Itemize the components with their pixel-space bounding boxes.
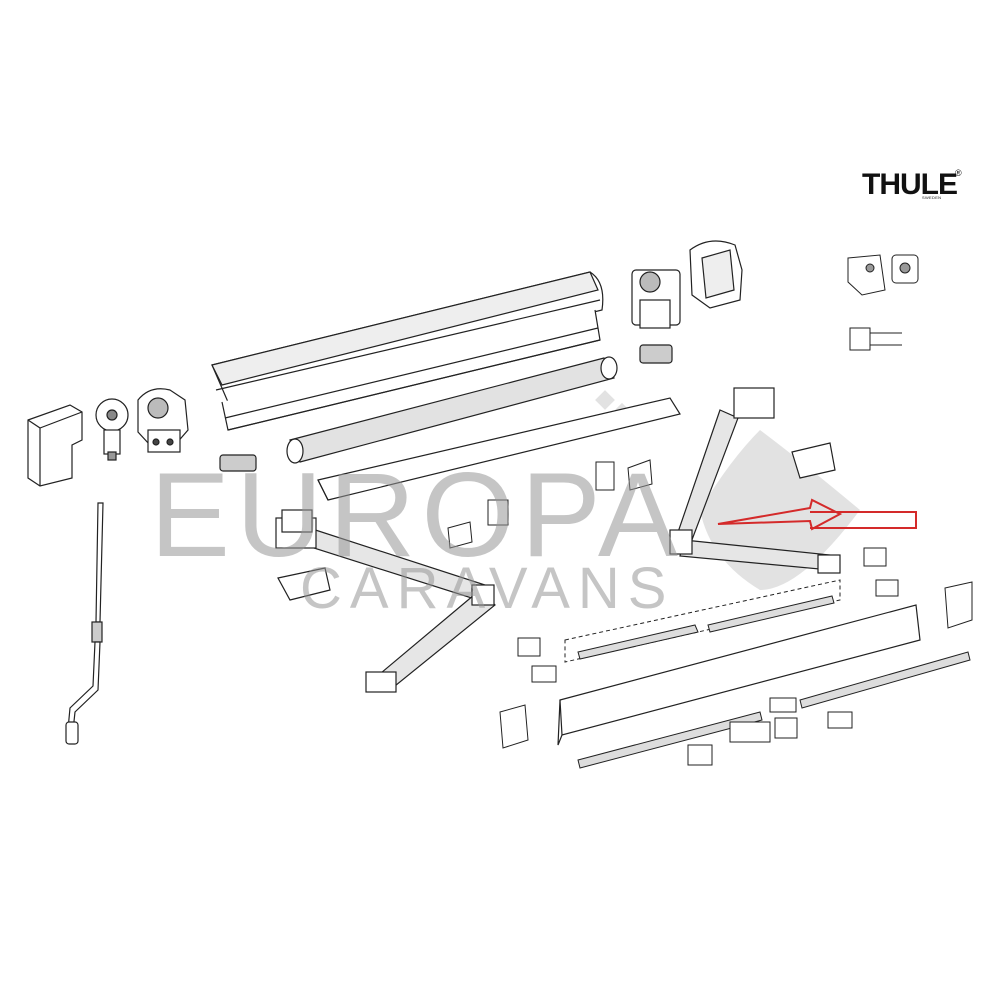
- right-end-cap: [689, 240, 743, 309]
- rail-end-caps: [499, 547, 973, 766]
- right-gear-housing: [631, 269, 681, 329]
- watermark-line-1: EUROPA: [150, 448, 684, 582]
- brand-logo: THULE: [862, 168, 958, 201]
- tension-rods: [577, 595, 835, 660]
- cassette-housing: [211, 271, 604, 431]
- left-coupling: [219, 454, 257, 472]
- brand-logo-sub: SWEDEN: [922, 195, 942, 200]
- arm-cover-left: [277, 567, 331, 601]
- arm-shoulder-left: [281, 509, 313, 533]
- bracket-parts: [847, 254, 919, 351]
- roller-tube: [286, 356, 618, 464]
- left-end-cap: [27, 404, 83, 487]
- center-clips: [447, 459, 653, 549]
- left-folding-arm: [275, 517, 496, 693]
- arm-cover-right: [791, 442, 836, 479]
- left-bearing-cap: [95, 398, 129, 461]
- tension-rod-set: [564, 579, 841, 663]
- highlight-arrow: [717, 498, 917, 531]
- lower-rail: [577, 651, 971, 769]
- brand-registered-mark: ®: [955, 168, 962, 178]
- front-profile: [557, 604, 921, 746]
- fabric-rail: [317, 397, 681, 501]
- watermark-line-2: CARAVANS: [300, 556, 675, 621]
- left-gear-housing: [137, 388, 189, 453]
- coupling: [639, 344, 673, 364]
- crank-handle: [65, 502, 104, 745]
- right-folding-arm: [669, 387, 841, 574]
